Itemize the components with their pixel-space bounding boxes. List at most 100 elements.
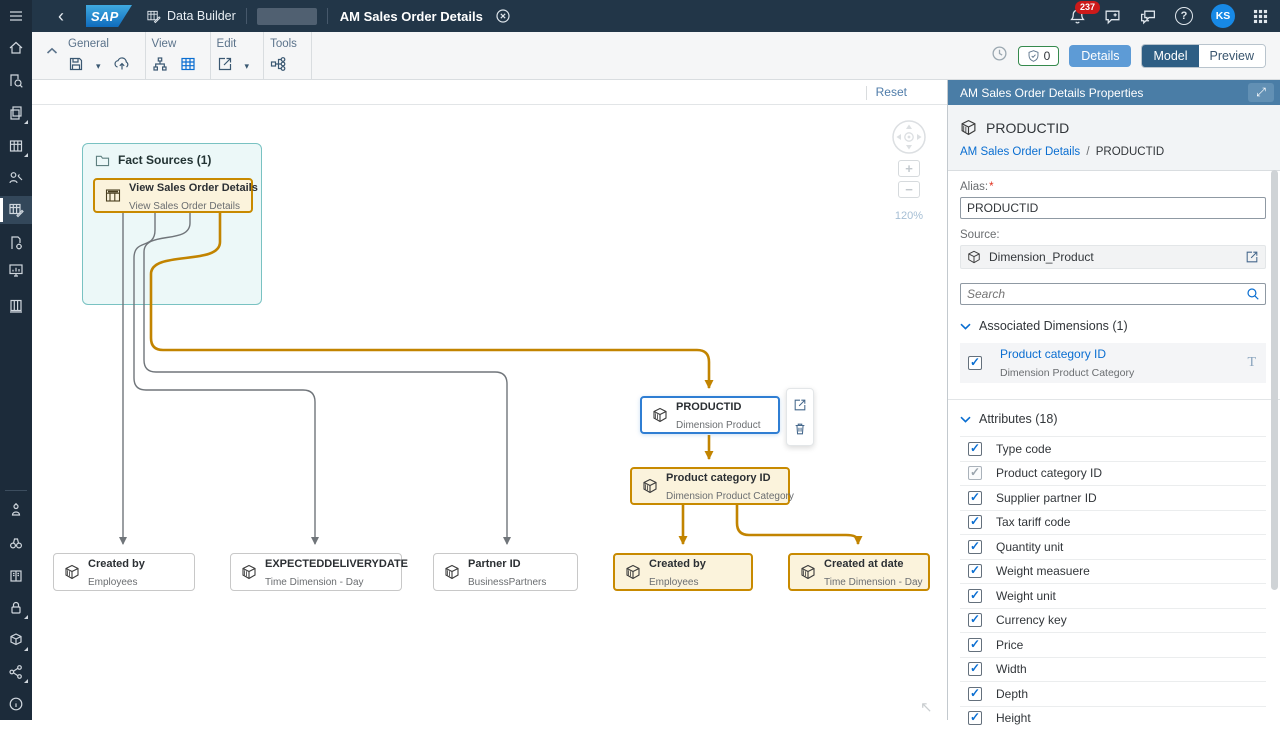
documentation-icon[interactable] xyxy=(0,562,32,590)
attribute-row: Height xyxy=(960,706,1266,730)
validation-badge[interactable]: 0 xyxy=(1018,46,1060,66)
toolbar-group-view: View xyxy=(146,32,211,79)
repository-search-icon[interactable] xyxy=(0,67,32,95)
file-settings-icon[interactable] xyxy=(0,229,32,257)
associated-dimensions-title: Associated Dimensions (1) xyxy=(979,319,1128,333)
model-diagram-canvas[interactable]: Reset Fact Sources (1) View Sales Order … xyxy=(32,80,947,720)
dimension-cube-icon xyxy=(625,564,641,580)
tab-model[interactable]: Model xyxy=(1142,45,1198,67)
pan-compass-icon[interactable] xyxy=(890,118,928,156)
search-icon[interactable] xyxy=(1246,287,1260,306)
repository-icon[interactable] xyxy=(0,292,32,320)
alias-label: Alias:* xyxy=(960,181,1266,193)
info-icon[interactable] xyxy=(0,690,32,718)
copy-icon[interactable] xyxy=(0,99,32,127)
delete-trash-icon[interactable] xyxy=(793,422,807,436)
attribute-checkbox[interactable] xyxy=(968,564,982,578)
menu-icon[interactable] xyxy=(0,2,32,30)
zoom-out-button[interactable] xyxy=(898,181,920,198)
source-field[interactable]: Dimension_Product xyxy=(960,245,1266,269)
open-in-new-icon[interactable] xyxy=(793,398,807,412)
attribute-checkbox[interactable] xyxy=(968,515,982,529)
explore-icon[interactable] xyxy=(0,529,32,557)
history-clock-icon[interactable] xyxy=(991,45,1008,67)
avatar[interactable]: KS xyxy=(1211,4,1235,28)
attribute-checkbox[interactable] xyxy=(968,589,982,603)
associated-dimension-checkbox[interactable] xyxy=(968,356,982,370)
node-title: PRODUCTID xyxy=(676,401,741,413)
search-input[interactable] xyxy=(960,283,1266,305)
packages-icon[interactable] xyxy=(0,626,32,654)
business-builder-icon[interactable] xyxy=(0,164,32,192)
deploy-button[interactable] xyxy=(113,56,131,77)
validation-count: 0 xyxy=(1044,49,1051,63)
impact-lineage-button[interactable] xyxy=(270,56,287,77)
open-source-icon[interactable] xyxy=(1245,250,1259,264)
associated-dimension-link[interactable]: Product category ID xyxy=(1000,347,1106,361)
app-launcher-grid-icon[interactable] xyxy=(1253,9,1268,24)
reset-layout-link[interactable]: Reset xyxy=(876,85,907,99)
attribute-label: Weight unit xyxy=(996,589,1056,603)
export-menu-chevron-icon[interactable]: ▾ xyxy=(245,61,250,72)
monitor-chart-icon[interactable] xyxy=(0,256,32,284)
security-lock-icon[interactable] xyxy=(0,594,32,622)
help-icon[interactable] xyxy=(1175,7,1193,25)
discussions-icon[interactable] xyxy=(1139,8,1157,25)
text-display-icon[interactable] xyxy=(1247,355,1256,371)
attribute-row: Quantity unit xyxy=(960,534,1266,559)
data-builder-tab[interactable]: Data Builder xyxy=(146,9,236,24)
attribute-checkbox[interactable] xyxy=(968,613,982,627)
expand-panel-button[interactable] xyxy=(1248,83,1274,102)
resize-handle-icon[interactable] xyxy=(920,698,933,716)
back-button[interactable] xyxy=(58,7,64,25)
shell-header-actions: 237 KS xyxy=(1069,4,1280,28)
save-button[interactable] xyxy=(68,56,84,77)
breadcrumb-parent-link[interactable]: AM Sales Order Details xyxy=(960,146,1080,158)
home-icon[interactable] xyxy=(0,34,32,62)
close-document-icon[interactable] xyxy=(495,8,511,24)
table-view-button[interactable] xyxy=(180,56,196,77)
alias-input[interactable] xyxy=(960,197,1266,219)
tab-preview[interactable]: Preview xyxy=(1199,45,1265,67)
canvas-navigation-controls: 120% xyxy=(890,118,928,222)
chevron-down-icon xyxy=(960,323,971,330)
properties-panel-header: AM Sales Order Details Properties xyxy=(948,80,1280,105)
zoom-in-button[interactable] xyxy=(898,160,920,177)
attribute-checkbox[interactable] xyxy=(968,638,982,652)
attribute-checkbox[interactable] xyxy=(968,442,982,456)
divider xyxy=(866,86,867,100)
breadcrumb-separator: / xyxy=(1086,146,1089,158)
data-builder-icon[interactable] xyxy=(0,196,32,224)
feedback-icon[interactable] xyxy=(1104,8,1121,25)
toolbar-group-label: View xyxy=(152,38,196,50)
attribute-checkbox[interactable] xyxy=(968,540,982,554)
collapse-toolbar-icon[interactable] xyxy=(46,42,58,79)
attribute-checkbox[interactable] xyxy=(968,687,982,701)
associated-dimension-row[interactable]: Product category ID Dimension Product Ca… xyxy=(960,343,1266,383)
attribute-checkbox[interactable] xyxy=(968,662,982,676)
graph-view-button[interactable] xyxy=(152,56,168,77)
associated-dimensions-header[interactable]: Associated Dimensions (1) xyxy=(960,319,1266,333)
attribute-checkbox[interactable] xyxy=(968,711,982,725)
export-button[interactable] xyxy=(217,56,233,77)
panel-scrollbar[interactable] xyxy=(1271,170,1278,590)
save-menu-chevron-icon[interactable]: ▾ xyxy=(96,61,101,72)
properties-panel-title: AM Sales Order Details Properties xyxy=(960,86,1143,100)
assistant-icon[interactable] xyxy=(0,496,32,524)
details-button[interactable]: Details xyxy=(1069,45,1131,67)
separator xyxy=(246,8,247,24)
notifications-bell-icon[interactable]: 237 xyxy=(1069,8,1086,25)
tables-icon[interactable] xyxy=(0,132,32,160)
divider xyxy=(948,399,1280,400)
attribute-checkbox[interactable] xyxy=(968,491,982,505)
attributes-header[interactable]: Attributes (18) xyxy=(960,412,1266,426)
sharing-icon[interactable] xyxy=(0,658,32,686)
